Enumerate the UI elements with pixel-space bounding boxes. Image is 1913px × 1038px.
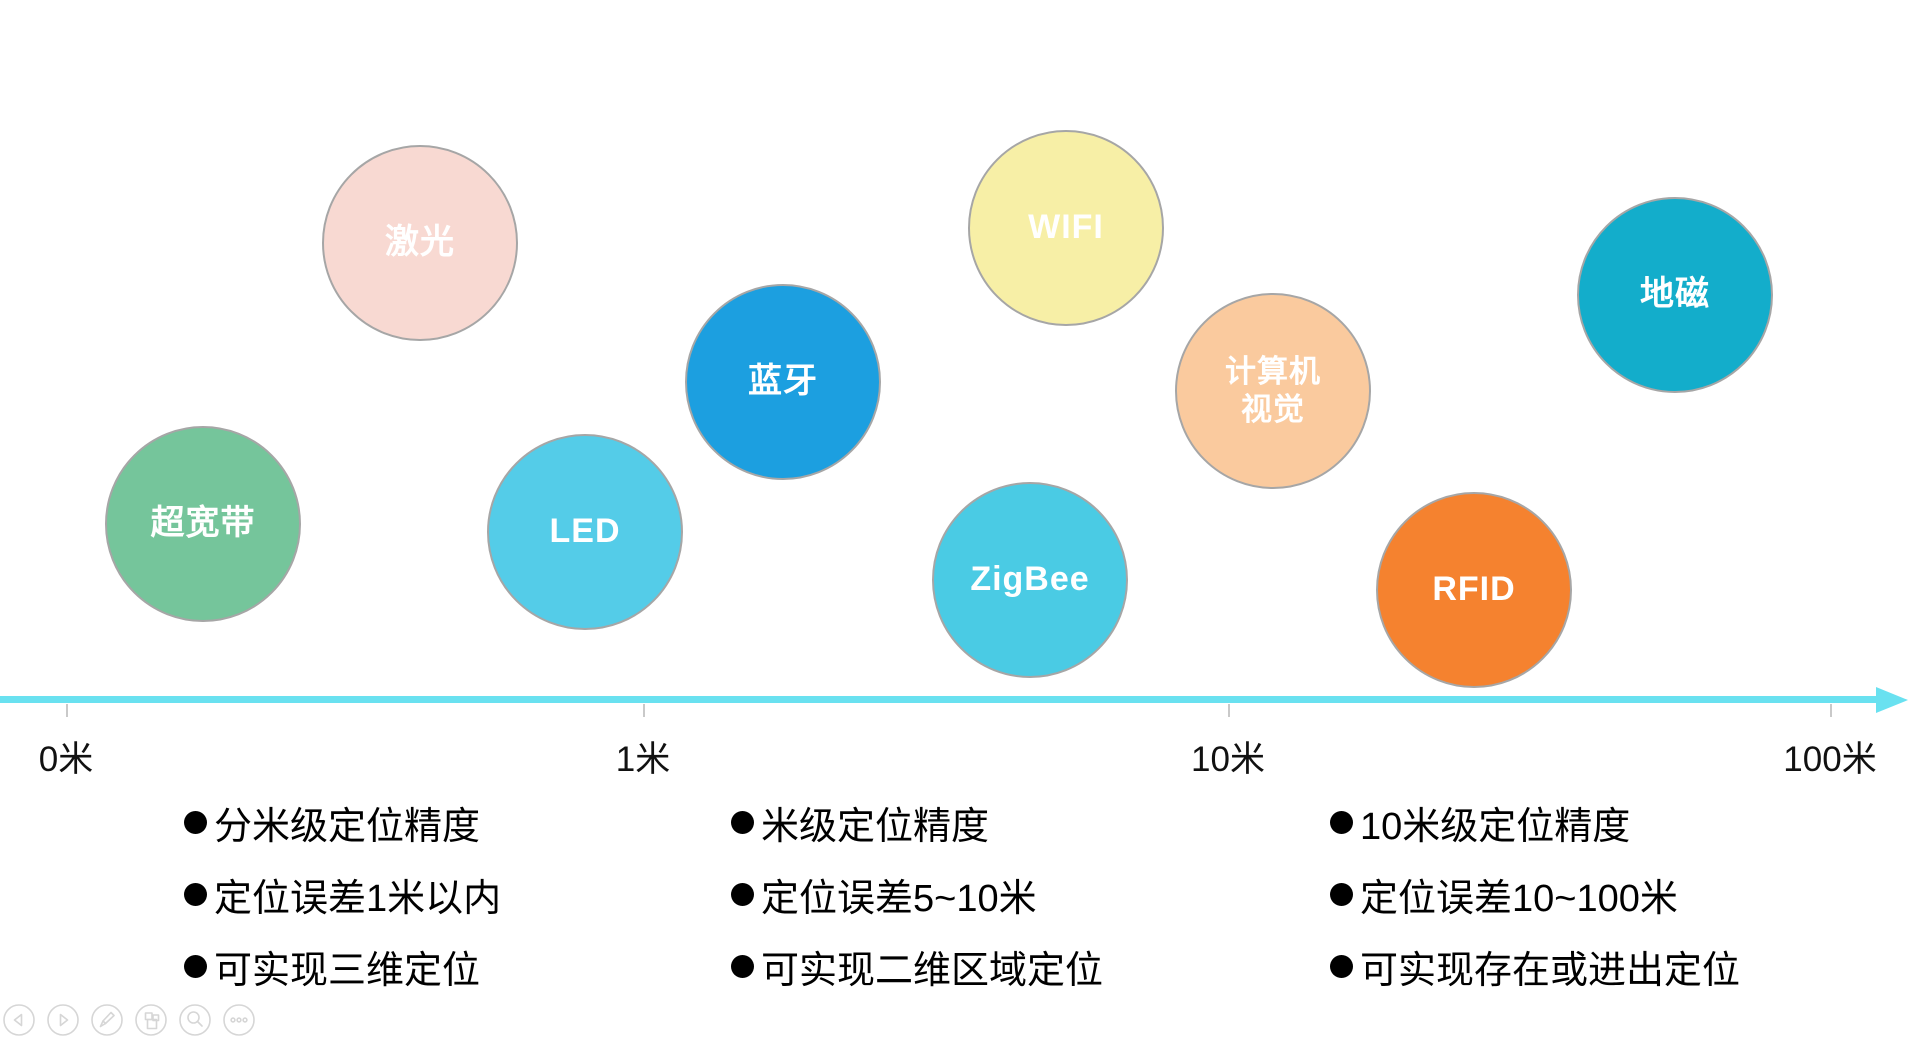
bubble-geomagnetic[interactable]: 地磁 bbox=[1577, 197, 1773, 393]
bubble-label: 计算机 视觉 bbox=[1225, 354, 1321, 427]
bubble-label: 超宽带 bbox=[150, 504, 256, 543]
note-text: 定位误差1米以内 bbox=[214, 877, 502, 920]
note-item: 可实现二维区域定位 bbox=[731, 942, 1103, 992]
note-item: 定位误差10~100米 bbox=[1330, 870, 1740, 920]
axis-label: 0米 bbox=[38, 740, 94, 779]
bubble-label: LED bbox=[549, 512, 621, 551]
bubble-bluetooth[interactable]: 蓝牙 bbox=[685, 284, 881, 480]
bubble-zigbee[interactable]: ZigBee bbox=[932, 482, 1128, 678]
bubble-wifi[interactable]: WIFI bbox=[968, 130, 1164, 326]
bubble-cv[interactable]: 计算机 视觉 bbox=[1175, 293, 1371, 489]
pen-annotate-icon[interactable] bbox=[91, 1004, 123, 1038]
note-text: 米级定位精度 bbox=[761, 805, 990, 848]
axis-label: 10米 bbox=[1191, 740, 1265, 779]
bubble-led[interactable]: LED bbox=[487, 434, 683, 630]
note-item: 可实现存在或进出定位 bbox=[1330, 942, 1740, 992]
bubble-label: 蓝牙 bbox=[748, 362, 818, 401]
bullet-dot-icon bbox=[184, 954, 207, 978]
bubble-label: 激光 bbox=[385, 223, 455, 262]
note-text: 分米级定位精度 bbox=[214, 805, 481, 848]
zoom-magnifier-icon[interactable] bbox=[179, 1004, 211, 1038]
bubble-label: ZigBee bbox=[970, 560, 1090, 599]
bullet-dot-icon bbox=[731, 810, 754, 834]
axis-line bbox=[0, 696, 1880, 703]
note-item: 米级定位精度 bbox=[731, 798, 1103, 848]
axis-tick bbox=[1830, 704, 1832, 717]
bubble-rfid[interactable]: RFID bbox=[1376, 492, 1572, 688]
note-item: 定位误差5~10米 bbox=[731, 870, 1103, 920]
axis-tick bbox=[1228, 704, 1230, 717]
axis-tick bbox=[66, 704, 68, 717]
bubble-laser[interactable]: 激光 bbox=[322, 145, 518, 341]
bullet-dot-icon bbox=[184, 882, 207, 906]
note-item: 可实现三维定位 bbox=[184, 942, 501, 992]
bullet-dot-icon bbox=[731, 882, 754, 906]
next-slide-icon[interactable] bbox=[47, 1004, 79, 1038]
axis-tick bbox=[643, 704, 645, 717]
note-item: 分米级定位精度 bbox=[184, 798, 501, 848]
axis-label: 100米 bbox=[1783, 740, 1877, 779]
bubble-label: RFID bbox=[1432, 570, 1516, 609]
note-text: 可实现三维定位 bbox=[214, 949, 481, 992]
slide-panels-icon[interactable] bbox=[135, 1004, 167, 1038]
bullet-dot-icon bbox=[1330, 810, 1353, 834]
note-column-3: 10米级定位精度定位误差10~100米可实现存在或进出定位 bbox=[1330, 798, 1740, 992]
bullet-dot-icon bbox=[1330, 882, 1353, 906]
previous-slide-icon[interactable] bbox=[3, 1004, 35, 1038]
axis-arrowhead-icon bbox=[1876, 687, 1908, 713]
axis-label: 1米 bbox=[615, 740, 671, 779]
note-item: 10米级定位精度 bbox=[1330, 798, 1740, 848]
bullet-dot-icon bbox=[731, 954, 754, 978]
bullet-dot-icon bbox=[1330, 954, 1353, 978]
more-options-icon[interactable] bbox=[223, 1004, 255, 1038]
note-column-2: 米级定位精度定位误差5~10米可实现二维区域定位 bbox=[731, 798, 1103, 992]
note-item: 定位误差1米以内 bbox=[184, 870, 501, 920]
bubble-label: WIFI bbox=[1028, 208, 1104, 247]
bubble-label: 地磁 bbox=[1640, 275, 1710, 314]
presentation-toolbar bbox=[3, 1004, 255, 1038]
note-text: 定位误差5~10米 bbox=[761, 877, 1037, 920]
note-column-1: 分米级定位精度定位误差1米以内可实现三维定位 bbox=[184, 798, 501, 992]
bullet-dot-icon bbox=[184, 810, 207, 834]
note-text: 定位误差10~100米 bbox=[1360, 877, 1678, 920]
note-text: 10米级定位精度 bbox=[1360, 805, 1631, 848]
bubble-uwb[interactable]: 超宽带 bbox=[105, 426, 301, 622]
note-text: 可实现存在或进出定位 bbox=[1360, 949, 1741, 992]
note-text: 可实现二维区域定位 bbox=[761, 949, 1104, 992]
